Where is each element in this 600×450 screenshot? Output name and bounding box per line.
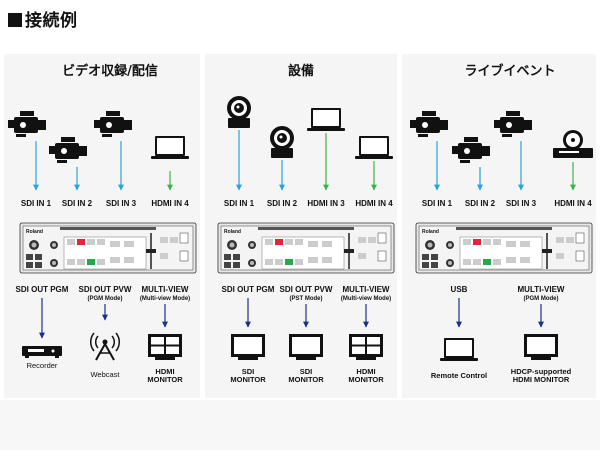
output-label: SDI OUT PGM (16, 285, 69, 294)
device-label-line: SDI (242, 367, 255, 376)
camcorder-icon (410, 111, 448, 137)
laptop-icon (151, 136, 189, 159)
page-title: 接続例 (8, 6, 78, 31)
device-label-line: MONITOR (288, 375, 324, 384)
output-label: SDI OUT PVW (79, 285, 132, 294)
output-label: MULTI-VIEW (343, 285, 390, 294)
output-label: SDI OUT PVW (280, 285, 333, 294)
device-label-line: MONITOR (147, 375, 183, 384)
video-switcher (415, 222, 593, 274)
output-mode-label: (Multi-view Mode) (341, 296, 391, 302)
device-label-line: HDMI MONITOR (513, 375, 570, 384)
input-label: SDI IN 2 (267, 199, 298, 208)
output-label: USB (451, 285, 468, 294)
output-mode-label: (PST Mode) (290, 296, 323, 302)
camcorder-icon (494, 111, 532, 137)
webcast-icon (89, 332, 121, 361)
ptz-camera-icon (227, 96, 251, 128)
device-label-line: SDI (300, 367, 313, 376)
multiview-monitor-icon (148, 334, 182, 360)
disc-player-icon (553, 130, 593, 158)
camcorder-icon (8, 111, 46, 137)
output-label: MULTI-VIEW (518, 285, 565, 294)
video-switcher (217, 222, 395, 274)
device-label-line: MONITOR (348, 375, 384, 384)
device-label-line: MONITOR (230, 375, 266, 384)
input-label: HDMI IN 4 (554, 199, 592, 208)
device-label-line: HDCP-supported (511, 367, 572, 376)
device-label: Recorder (27, 361, 58, 370)
hdcp-monitor-icon (524, 334, 558, 360)
recorder-icon (22, 346, 62, 358)
device-label-line: HDMI (155, 367, 174, 376)
ptz-camera-icon (270, 126, 294, 158)
sdi-monitor-icon (289, 334, 323, 360)
input-label: SDI IN 3 (106, 199, 137, 208)
laptop-icon (440, 338, 478, 361)
column-live-event: SDI IN 1 SDI IN 2 SDI IN 3 HDMI IN 4 USB… (410, 111, 593, 384)
column-installation: SDI IN 1 SDI IN 2 HDMI IN 3 HDMI IN 4 SD… (217, 96, 395, 384)
input-label: SDI IN 1 (422, 199, 453, 208)
multiview-monitor-icon (349, 334, 383, 360)
input-label: HDMI IN 4 (355, 199, 393, 208)
output-mode-label: (PGM Mode) (524, 296, 559, 302)
laptop-icon (307, 108, 345, 131)
input-label: SDI IN 1 (224, 199, 255, 208)
camcorder-icon (94, 111, 132, 137)
input-label: SDI IN 3 (506, 199, 537, 208)
video-switcher (19, 222, 197, 274)
column-title-recording: ビデオ収録/配信 (62, 64, 158, 79)
camcorder-icon (452, 137, 490, 163)
input-label: SDI IN 2 (465, 199, 496, 208)
input-label: SDI IN 1 (21, 199, 52, 208)
input-label: HDMI IN 4 (151, 199, 189, 208)
column-recording: SDI IN 1 SDI IN 2 SDI IN 3 HDMI IN 4 SDI… (8, 111, 197, 384)
footer-strip (0, 400, 600, 450)
input-label: HDMI IN 3 (307, 199, 345, 208)
output-label: MULTI-VIEW (142, 285, 189, 294)
laptop-icon (355, 136, 393, 159)
input-label: SDI IN 2 (62, 199, 93, 208)
sdi-monitor-icon (231, 334, 265, 360)
column-title-installation: 設備 (287, 64, 314, 79)
output-mode-label: (Multi-view Mode) (140, 296, 190, 302)
device-label-line: HDMI (356, 367, 375, 376)
page-title-text: 接続例 (25, 11, 78, 31)
camcorder-icon (49, 137, 87, 163)
column-title-live-event: ライブイベント (464, 64, 556, 79)
output-mode-label: (PGM Mode) (88, 296, 123, 302)
output-label: SDI OUT PGM (222, 285, 275, 294)
title-square-icon (8, 13, 22, 27)
device-label: Remote Control (431, 371, 487, 380)
device-label: Webcast (90, 370, 120, 379)
